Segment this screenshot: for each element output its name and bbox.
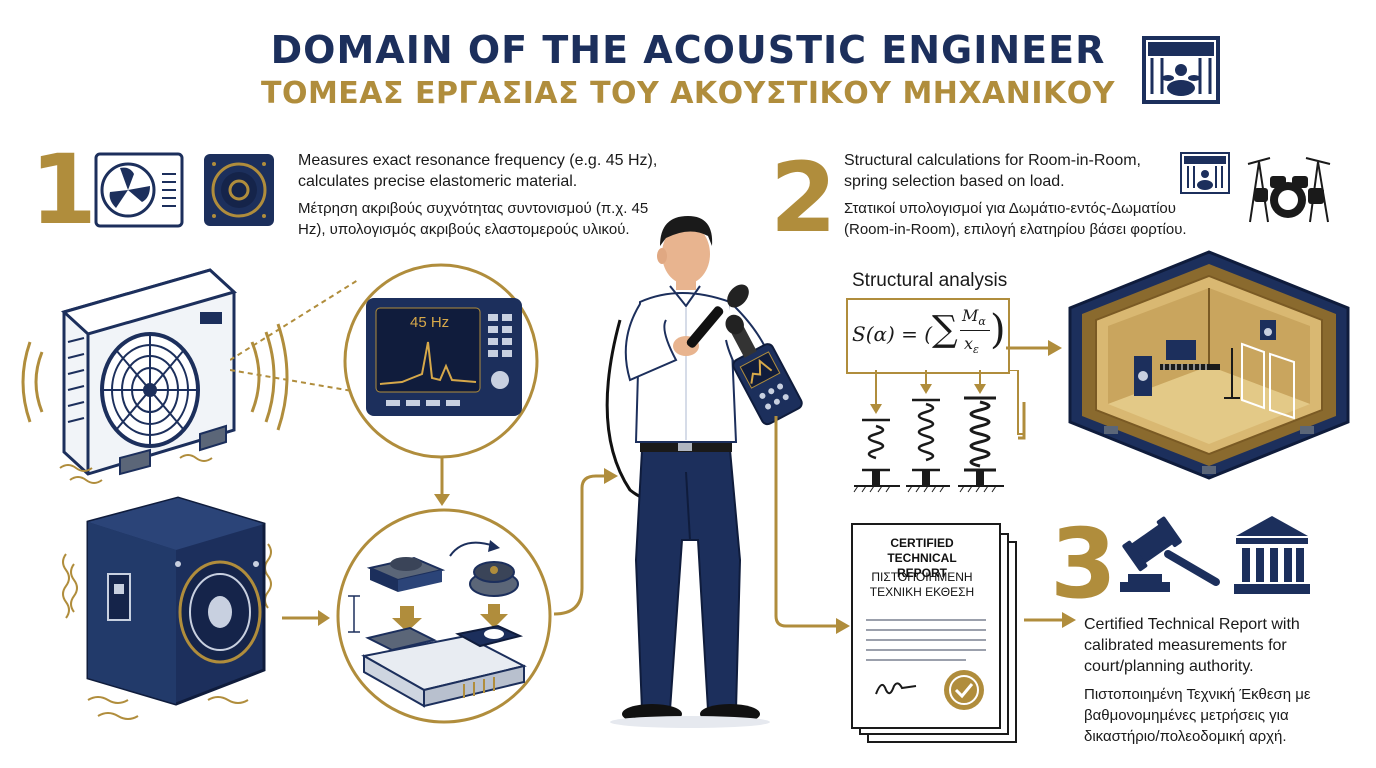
section1-text-el-line2: Hz), υπολογισμός ακριβούς ελαστομερούς υ… (298, 221, 630, 238)
report-title-en: CERTIFIED TECHNICAL REPORT (856, 536, 988, 581)
page-title: DOMAIN OF THE ACOUSTIC ENGINEER (270, 28, 1106, 72)
arrow-to-room (1006, 340, 1062, 356)
ac-outdoor-unit-illustration (21, 268, 289, 484)
section3-text-el-line2: βαθμονομημένες μετρήσεις για (1084, 707, 1289, 724)
report-title-en-line2: REPORT (896, 566, 947, 580)
formula-num-sub: α (978, 315, 986, 329)
section2-text-en-line2: spring selection based on load. (844, 173, 1065, 190)
formula-numerator: Mα (962, 306, 986, 328)
report-title-en-line1: CERTIFIED TECHNICAL (887, 536, 957, 565)
arrow-down (434, 458, 450, 506)
courthouse-icon (1234, 516, 1310, 594)
section3-text-el-line1: Πιστοποιημένη Τεχνική Έκθεση με (1084, 686, 1311, 703)
ac-unit-icon (94, 152, 184, 228)
section3-text-el-line3: δικαστήριο/πολεοδομική αρχή. (1084, 728, 1287, 745)
section2-text-el-line1: Στατικοί υπολογισμοί για Δωμάτιο-εντός-Δ… (844, 200, 1176, 217)
analyzer-readout: 45 Hz (410, 314, 450, 331)
section3-text-en-line2: calibrated measurements for (1084, 637, 1287, 654)
section3-text-en-line3: court/planning authority. (1084, 658, 1254, 675)
report-title-el: ΠΙΣΤΟΠΟΙΗΜΕΝΗ ΤΕΧΝΙΚΗ ΕΚΘΕΣΗ (856, 570, 988, 600)
section1-text-en: Measures exact resonance frequency (e.g.… (298, 150, 718, 192)
arrow-to-report (774, 416, 850, 634)
formula-denominator: xε (964, 334, 979, 356)
report-title-el-line2: ΤΕΧΝΙΚΗ ΕΚΘΕΣΗ (869, 585, 975, 599)
elastomer-isolators-illustration (336, 508, 552, 724)
arrow-to-engineer (553, 468, 618, 616)
formula-lhs: S(α) = ( (852, 322, 933, 346)
room-in-room-illustration (1068, 250, 1350, 480)
acoustic-engineer-illustration (605, 216, 803, 728)
arrow-right (282, 610, 330, 626)
formula-num: M (962, 306, 979, 325)
formula-fraction-bar (960, 330, 990, 331)
spring-selection-illustration (853, 370, 1024, 493)
studio-icon-small (1180, 152, 1230, 194)
step-number-2: 2 (770, 142, 837, 254)
step-number-3: 3 (1050, 508, 1117, 620)
formula-den: x (964, 334, 974, 353)
certified-report-document (851, 523, 1017, 743)
structural-analysis-label: Structural analysis (852, 270, 1008, 291)
report-title-el-line1: ΠΙΣΤΟΠΟΙΗΜΕΝΗ (871, 570, 973, 584)
drum-kit-icon (1247, 157, 1331, 223)
section2-text-el: Στατικοί υπολογισμοί για Δωμάτιο-εντός-Δ… (844, 198, 1244, 240)
speaker-icon (204, 154, 274, 226)
section1-text-en-line2: calculates precise elastomeric material. (298, 173, 578, 190)
section3-text-en-line1: Certified Technical Report with (1084, 616, 1300, 633)
section2-text-el-line2: (Room-in-Room), επιλογή ελατηρίου βάσει … (844, 221, 1187, 238)
formula-close: ) (990, 307, 1006, 353)
subwoofer-illustration (62, 496, 272, 720)
formula-den-sub: ε (973, 343, 979, 357)
section1-text-el: Μέτρηση ακριβούς συχνότητας συντονισμού … (298, 198, 698, 240)
section3-text-el: Πιστοποιημένη Τεχνική Έκθεση με βαθμονομ… (1084, 684, 1374, 747)
spectrum-analyzer-illustration (343, 263, 539, 459)
arrow-springs-room (1018, 402, 1026, 440)
arrow-to-report-text (1024, 612, 1076, 628)
zoom-lines (230, 279, 359, 393)
gavel-icon (1120, 516, 1220, 592)
studio-icon (1142, 36, 1220, 104)
page-subtitle: ΤΟΜΕΑΣ ΕΡΓΑΣΙΑΣ ΤΟΥ ΑΚΟΥΣΤΙΚΟΥ ΜΗΧΑΝΙΚΟΥ (260, 76, 1115, 111)
step-number-1: 1 (30, 134, 97, 246)
formula-box (846, 298, 1010, 374)
section1-text-el-line1: Μέτρηση ακριβούς συχνότητας συντονισμού … (298, 200, 649, 217)
section2-text-en: Structural calculations for Room-in-Room… (844, 150, 1184, 192)
formula-sum: ∑ (932, 309, 958, 350)
section3-text-en: Certified Technical Report with calibrat… (1084, 614, 1364, 677)
section2-text-en-line1: Structural calculations for Room-in-Room… (844, 152, 1141, 169)
section1-text-en-line1: Measures exact resonance frequency (e.g.… (298, 152, 658, 169)
